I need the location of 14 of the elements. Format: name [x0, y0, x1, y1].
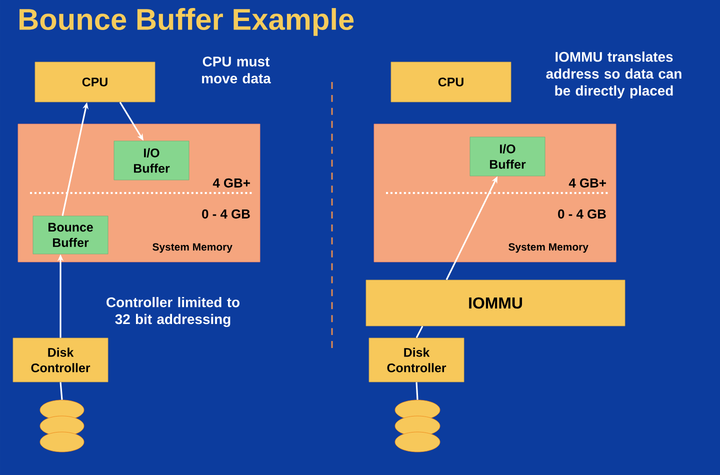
buffer-box: I/O Buffer [114, 140, 190, 180]
disk-drawing [40, 400, 84, 452]
title: Bounce Buffer Example [20, 8, 354, 36]
component-box: Disk Controller [12, 338, 108, 382]
disk-drawing [394, 400, 440, 452]
note-text: IOMMU translates address so data can be directly placed [546, 52, 682, 98]
component-box: CPU [390, 62, 512, 102]
buffer-box: Bounce Buffer [32, 216, 108, 254]
component-box: Disk Controller [368, 338, 464, 382]
buffer-box: I/O Buffer [470, 136, 546, 176]
component-box: CPU [34, 62, 156, 102]
component-box: IOMMU [366, 280, 626, 326]
note-text: Controller limited to 32 bit addressing [106, 296, 240, 327]
note-text: CPU must move data [202, 56, 271, 84]
